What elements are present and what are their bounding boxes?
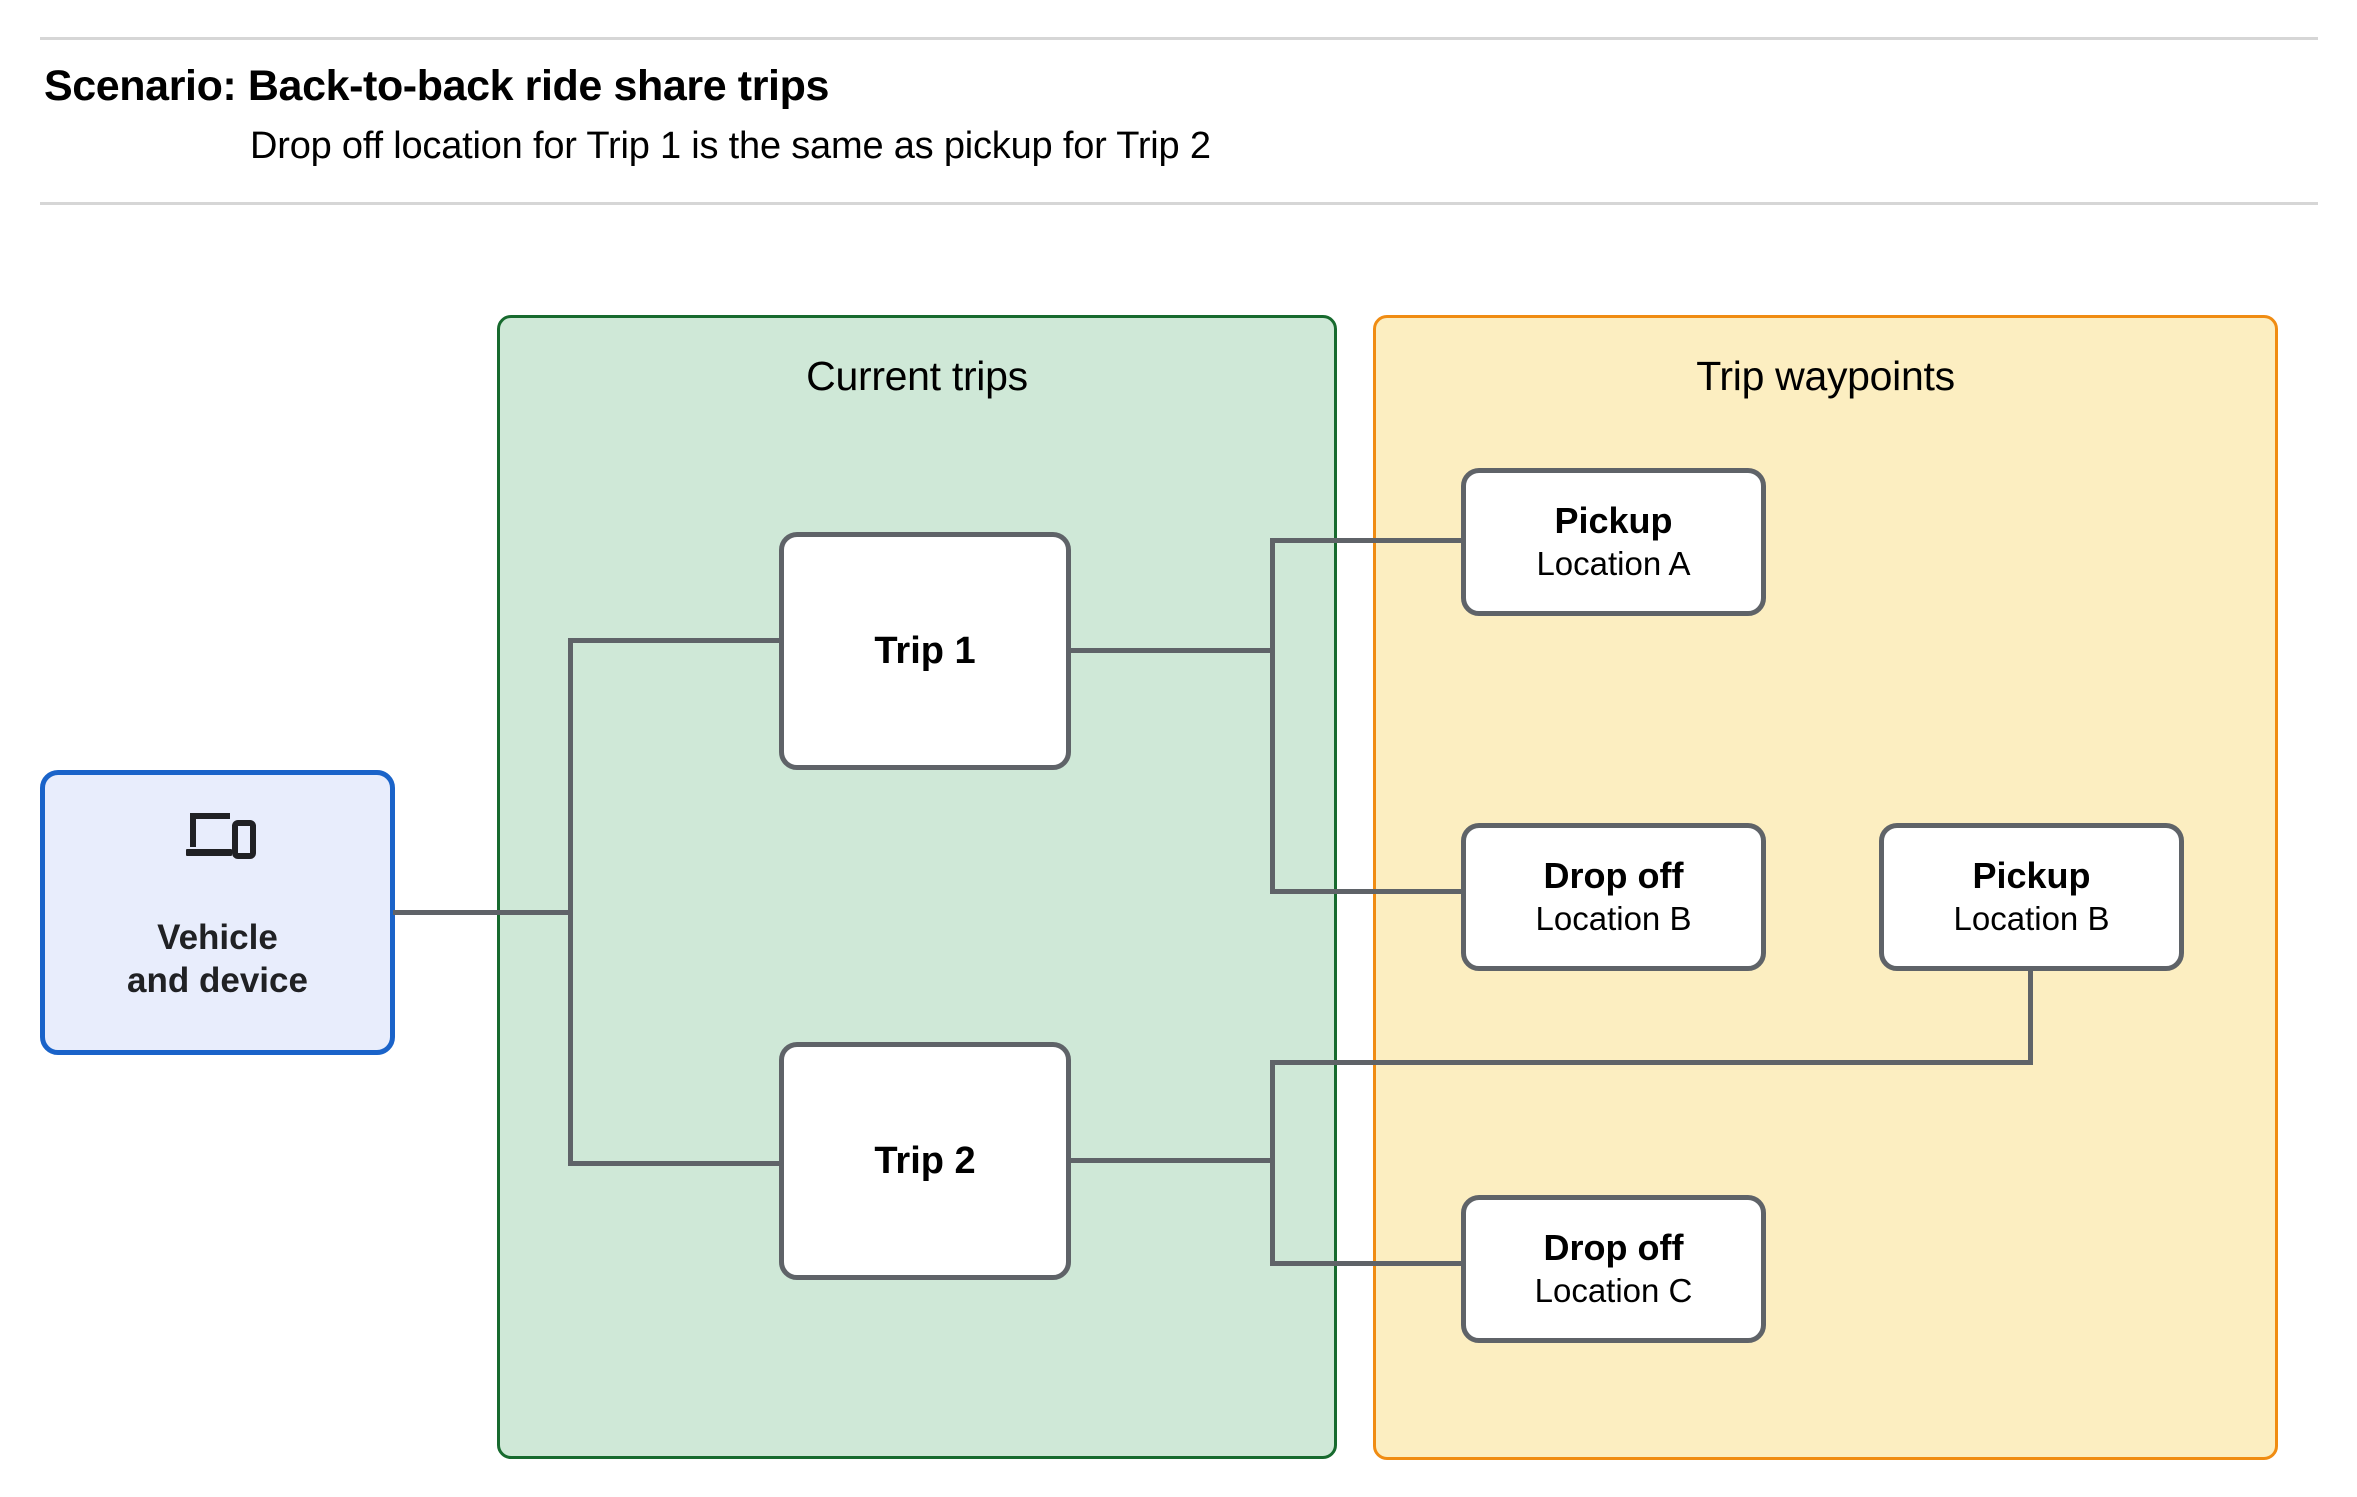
node-vehicle-and-device[interactable]: Vehicle and device: [40, 770, 395, 1055]
node-trip-1-label: Trip 1: [874, 629, 976, 672]
node-trip-2[interactable]: Trip 2: [779, 1042, 1071, 1280]
node-trip-2-label: Trip 2: [874, 1139, 976, 1182]
waypoint-location: Location B: [1535, 900, 1692, 938]
connector-junction-vertical: [568, 638, 573, 1166]
node-waypoint-dropoff-b[interactable]: Drop off Location B: [1461, 823, 1766, 971]
page-subtitle: Drop off location for Trip 1 is the same…: [250, 125, 1211, 167]
connector-pickup-b-down: [2028, 968, 2033, 1065]
connector-trip-1-junction-vertical: [1270, 538, 1275, 894]
group-current-trips: Current trips: [497, 315, 1337, 1459]
node-waypoint-pickup-a[interactable]: Pickup Location A: [1461, 468, 1766, 616]
connector-trip-1-to-dropoff-b: [1270, 889, 1466, 894]
waypoint-type: Pickup: [1554, 499, 1673, 541]
connector-trip-2-junction-vertical: [1270, 1060, 1275, 1266]
waypoint-location: Location C: [1534, 1272, 1693, 1310]
waypoint-type: Pickup: [1972, 854, 2091, 896]
node-trip-1[interactable]: Trip 1: [779, 532, 1071, 770]
connector-vehicle-to-junction: [393, 910, 573, 915]
group-current-trips-title: Current trips: [806, 353, 1028, 399]
page-title: Scenario: Back-to-back ride share trips: [44, 62, 829, 110]
header-divider-bottom: [40, 202, 2318, 205]
node-vehicle-label: Vehicle and device: [127, 917, 308, 1000]
connector-trip-2-to-dropoff-c: [1270, 1261, 1466, 1266]
connector-trip-2-out: [1066, 1158, 1275, 1163]
group-trip-waypoints-title: Trip waypoints: [1696, 353, 1955, 399]
node-waypoint-pickup-b[interactable]: Pickup Location B: [1879, 823, 2184, 971]
waypoint-location: Location B: [1953, 900, 2110, 938]
devices-icon: [185, 812, 256, 859]
connector-junction-to-trip-1: [568, 638, 784, 643]
waypoint-type: Drop off: [1543, 854, 1684, 896]
connector-trip-1-out: [1066, 648, 1275, 653]
connector-trip-1-to-pickup-a: [1270, 538, 1466, 543]
waypoint-location: Location A: [1536, 545, 1691, 583]
connector-trip-2-to-pickup-b: [1270, 1060, 2033, 1065]
header-divider-top: [40, 37, 2318, 40]
waypoint-type: Drop off: [1543, 1226, 1684, 1268]
node-waypoint-dropoff-c[interactable]: Drop off Location C: [1461, 1195, 1766, 1343]
connector-junction-to-trip-2: [568, 1161, 784, 1166]
